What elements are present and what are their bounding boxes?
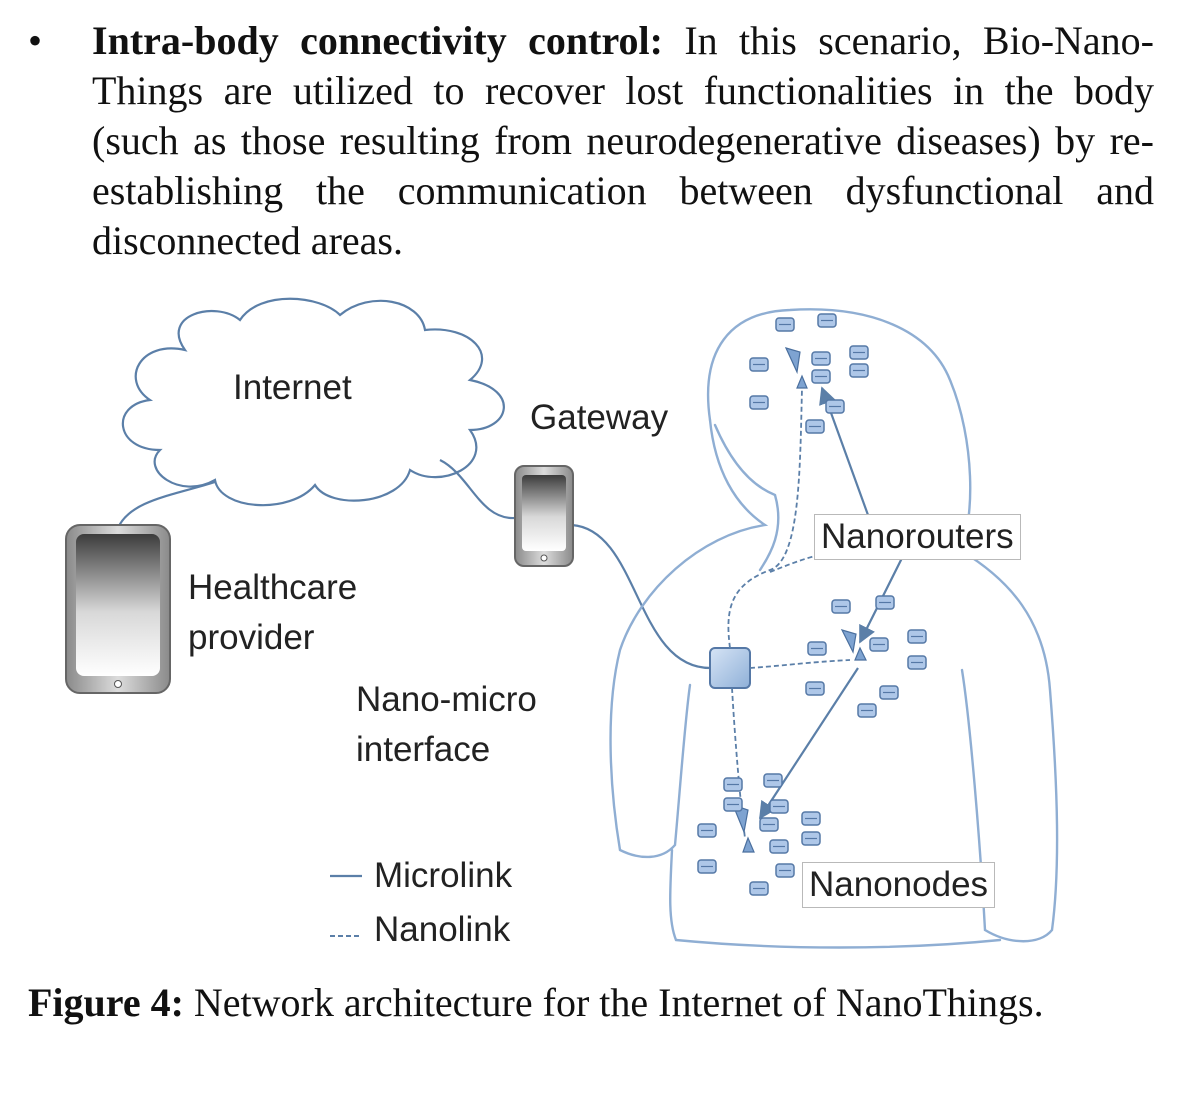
legend-microlink-label: Microlink [374,856,513,895]
bullet-body: In this scenario, Bio-Nano-Things are ut… [92,18,1154,263]
bullet-title: Intra-body connectivity control: [92,18,663,63]
microlink-cloud-to-gateway [439,459,516,520]
nanorouters-markers [731,347,867,853]
network-architecture-figure: Internet Gateway Healthcare provider Nan… [0,290,1200,980]
label-nano-micro-line2: interface [356,730,491,769]
bullet-text: Intra-body connectivity control: In this… [92,16,1154,266]
nanonodes-chest [805,595,927,718]
phone-icon [514,465,574,567]
label-nanorouters: Nanorouters [814,514,1021,560]
tablet-icon [65,524,171,694]
figure-drawing [65,297,1059,949]
figure-caption: Figure 4: Network architecture for the I… [28,978,1154,1028]
label-nano-micro-line1: Nano-micro [356,680,537,719]
internet-cloud [121,297,505,507]
human-body-outline [609,308,1059,949]
label-healthcare-line1: Healthcare [188,568,358,607]
caption-label: Figure 4: [28,980,184,1025]
microlink-gateway-to-interface [571,523,713,670]
legend-nanolink-label: Nanolink [374,910,511,949]
label-nanonodes: Nanonodes [802,862,996,908]
label-gateway: Gateway [530,398,669,437]
label-internet: Internet [233,368,352,407]
nanonodes-head [749,313,869,434]
nano-micro-interface-cube [709,647,751,689]
caption-text: Network architecture for the Internet of… [183,980,1044,1025]
microlink-cloud-to-provider [116,480,216,529]
bullet-marker: • [28,18,43,63]
label-healthcare-line2: provider [188,618,315,657]
